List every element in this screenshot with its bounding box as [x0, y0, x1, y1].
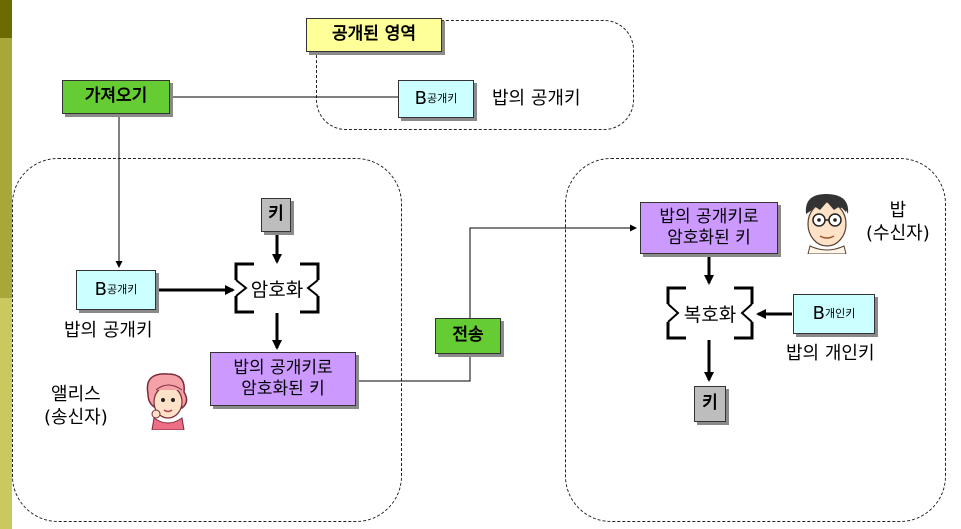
- receiver-key-label: 키: [702, 393, 718, 414]
- public-key-letter: B: [414, 87, 427, 109]
- sender-person-line1: 앨리스: [51, 384, 101, 405]
- receiver-private-key-caption: 밥의 개인키: [786, 343, 875, 364]
- left-stripe-dark: [0, 0, 12, 38]
- woman-face-icon: [146, 373, 188, 430]
- decrypt-label: 복호화: [683, 304, 737, 326]
- public-key-sub: 공개키: [426, 92, 458, 106]
- public-area-caption: 밥의 공개키: [492, 88, 581, 109]
- fetch-box: 가져오기: [62, 80, 170, 114]
- decrypt-bracket-shape: [666, 286, 754, 340]
- transmit-path-line: [358, 224, 637, 382]
- public-area-title: 공개된 영역: [306, 18, 442, 52]
- receiver-ciphertext-box: 밥의 공개키로 암호화된 키: [640, 202, 778, 254]
- sender-person-label: 앨리스 (송신자): [44, 384, 108, 429]
- encrypt-bracket-shape: [234, 262, 320, 314]
- receiver-person-line1: 밥: [889, 200, 907, 221]
- sender-public-key-caption: 밥의 공개키: [64, 320, 153, 341]
- receiver-person-line2: (수신자): [866, 222, 930, 244]
- man-face-icon: [805, 194, 849, 254]
- left-stripe-light: [0, 298, 12, 529]
- transmit-box: 전송: [435, 318, 501, 354]
- receiver-region: [565, 158, 946, 522]
- sender-public-key-sub: 공개키: [106, 283, 138, 297]
- left-stripe-mid: [0, 38, 12, 298]
- sender-public-key-letter: B: [94, 278, 107, 300]
- private-key-sub: 개인키: [824, 307, 856, 321]
- receiver-person-label: 밥 (수신자): [866, 200, 930, 245]
- transmit-label: 전송: [452, 325, 484, 346]
- sender-ciphertext-box: 밥의 공개키로 암호화된 키: [210, 352, 356, 406]
- sender-key-box: 키: [261, 198, 291, 232]
- sender-person-line2: (송신자): [44, 406, 108, 428]
- encrypt-label: 암호화: [250, 279, 304, 301]
- receiver-cipher-line1: 밥의 공개키로: [659, 206, 759, 227]
- sender-cipher-line1: 밥의 공개키로: [233, 357, 333, 378]
- receiver-key-box: 키: [694, 386, 726, 422]
- sender-key-label: 키: [268, 204, 284, 225]
- public-area-title-text: 공개된 영역: [331, 24, 417, 45]
- decrypt-process: 복호화: [664, 284, 756, 342]
- fetch-label: 가져오기: [84, 86, 148, 107]
- sender-region: [12, 158, 402, 522]
- encrypt-process: 암호화: [232, 260, 322, 316]
- public-area-region: [316, 20, 634, 130]
- sender-cipher-line2: 암호화된 키: [241, 379, 325, 399]
- private-key-letter: B: [812, 302, 825, 324]
- receiver-cipher-line2: 암호화된 키: [667, 228, 751, 248]
